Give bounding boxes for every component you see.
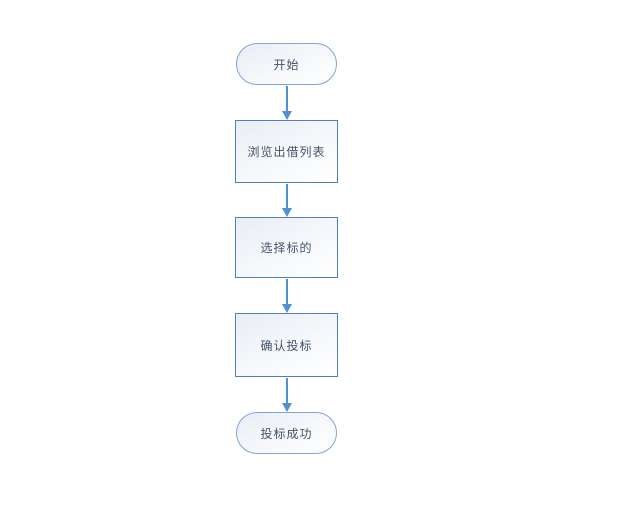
flow-node-start: 开始 <box>236 43 337 85</box>
flow-node-select-target: 选择标的 <box>235 217 338 278</box>
flow-node-browse-loan-list-label: 浏览出借列表 <box>247 145 326 159</box>
arrow-shaft <box>286 86 288 111</box>
arrow-head-icon <box>282 111 292 120</box>
arrow-connector-start-to-browse <box>281 86 293 120</box>
arrow-shaft <box>286 184 288 208</box>
flow-node-confirm-bid: 确认投标 <box>235 313 338 377</box>
arrow-shaft <box>286 378 288 403</box>
flow-node-browse-loan-list: 浏览出借列表 <box>235 120 338 183</box>
arrow-connector-browse-to-select <box>281 184 293 217</box>
arrow-head-icon <box>282 208 292 217</box>
arrow-connector-select-to-confirm <box>281 279 293 313</box>
arrow-connector-confirm-to-success <box>281 378 293 412</box>
flow-node-start-label: 开始 <box>273 57 300 72</box>
arrow-head-icon <box>282 304 292 313</box>
flow-node-select-target-label: 选择标的 <box>260 241 313 255</box>
arrow-head-icon <box>282 403 292 412</box>
flow-node-confirm-bid-label: 确认投标 <box>260 338 313 353</box>
flow-node-bid-success: 投标成功 <box>236 412 337 454</box>
flow-node-bid-success-label: 投标成功 <box>260 426 313 441</box>
arrow-shaft <box>286 279 288 304</box>
